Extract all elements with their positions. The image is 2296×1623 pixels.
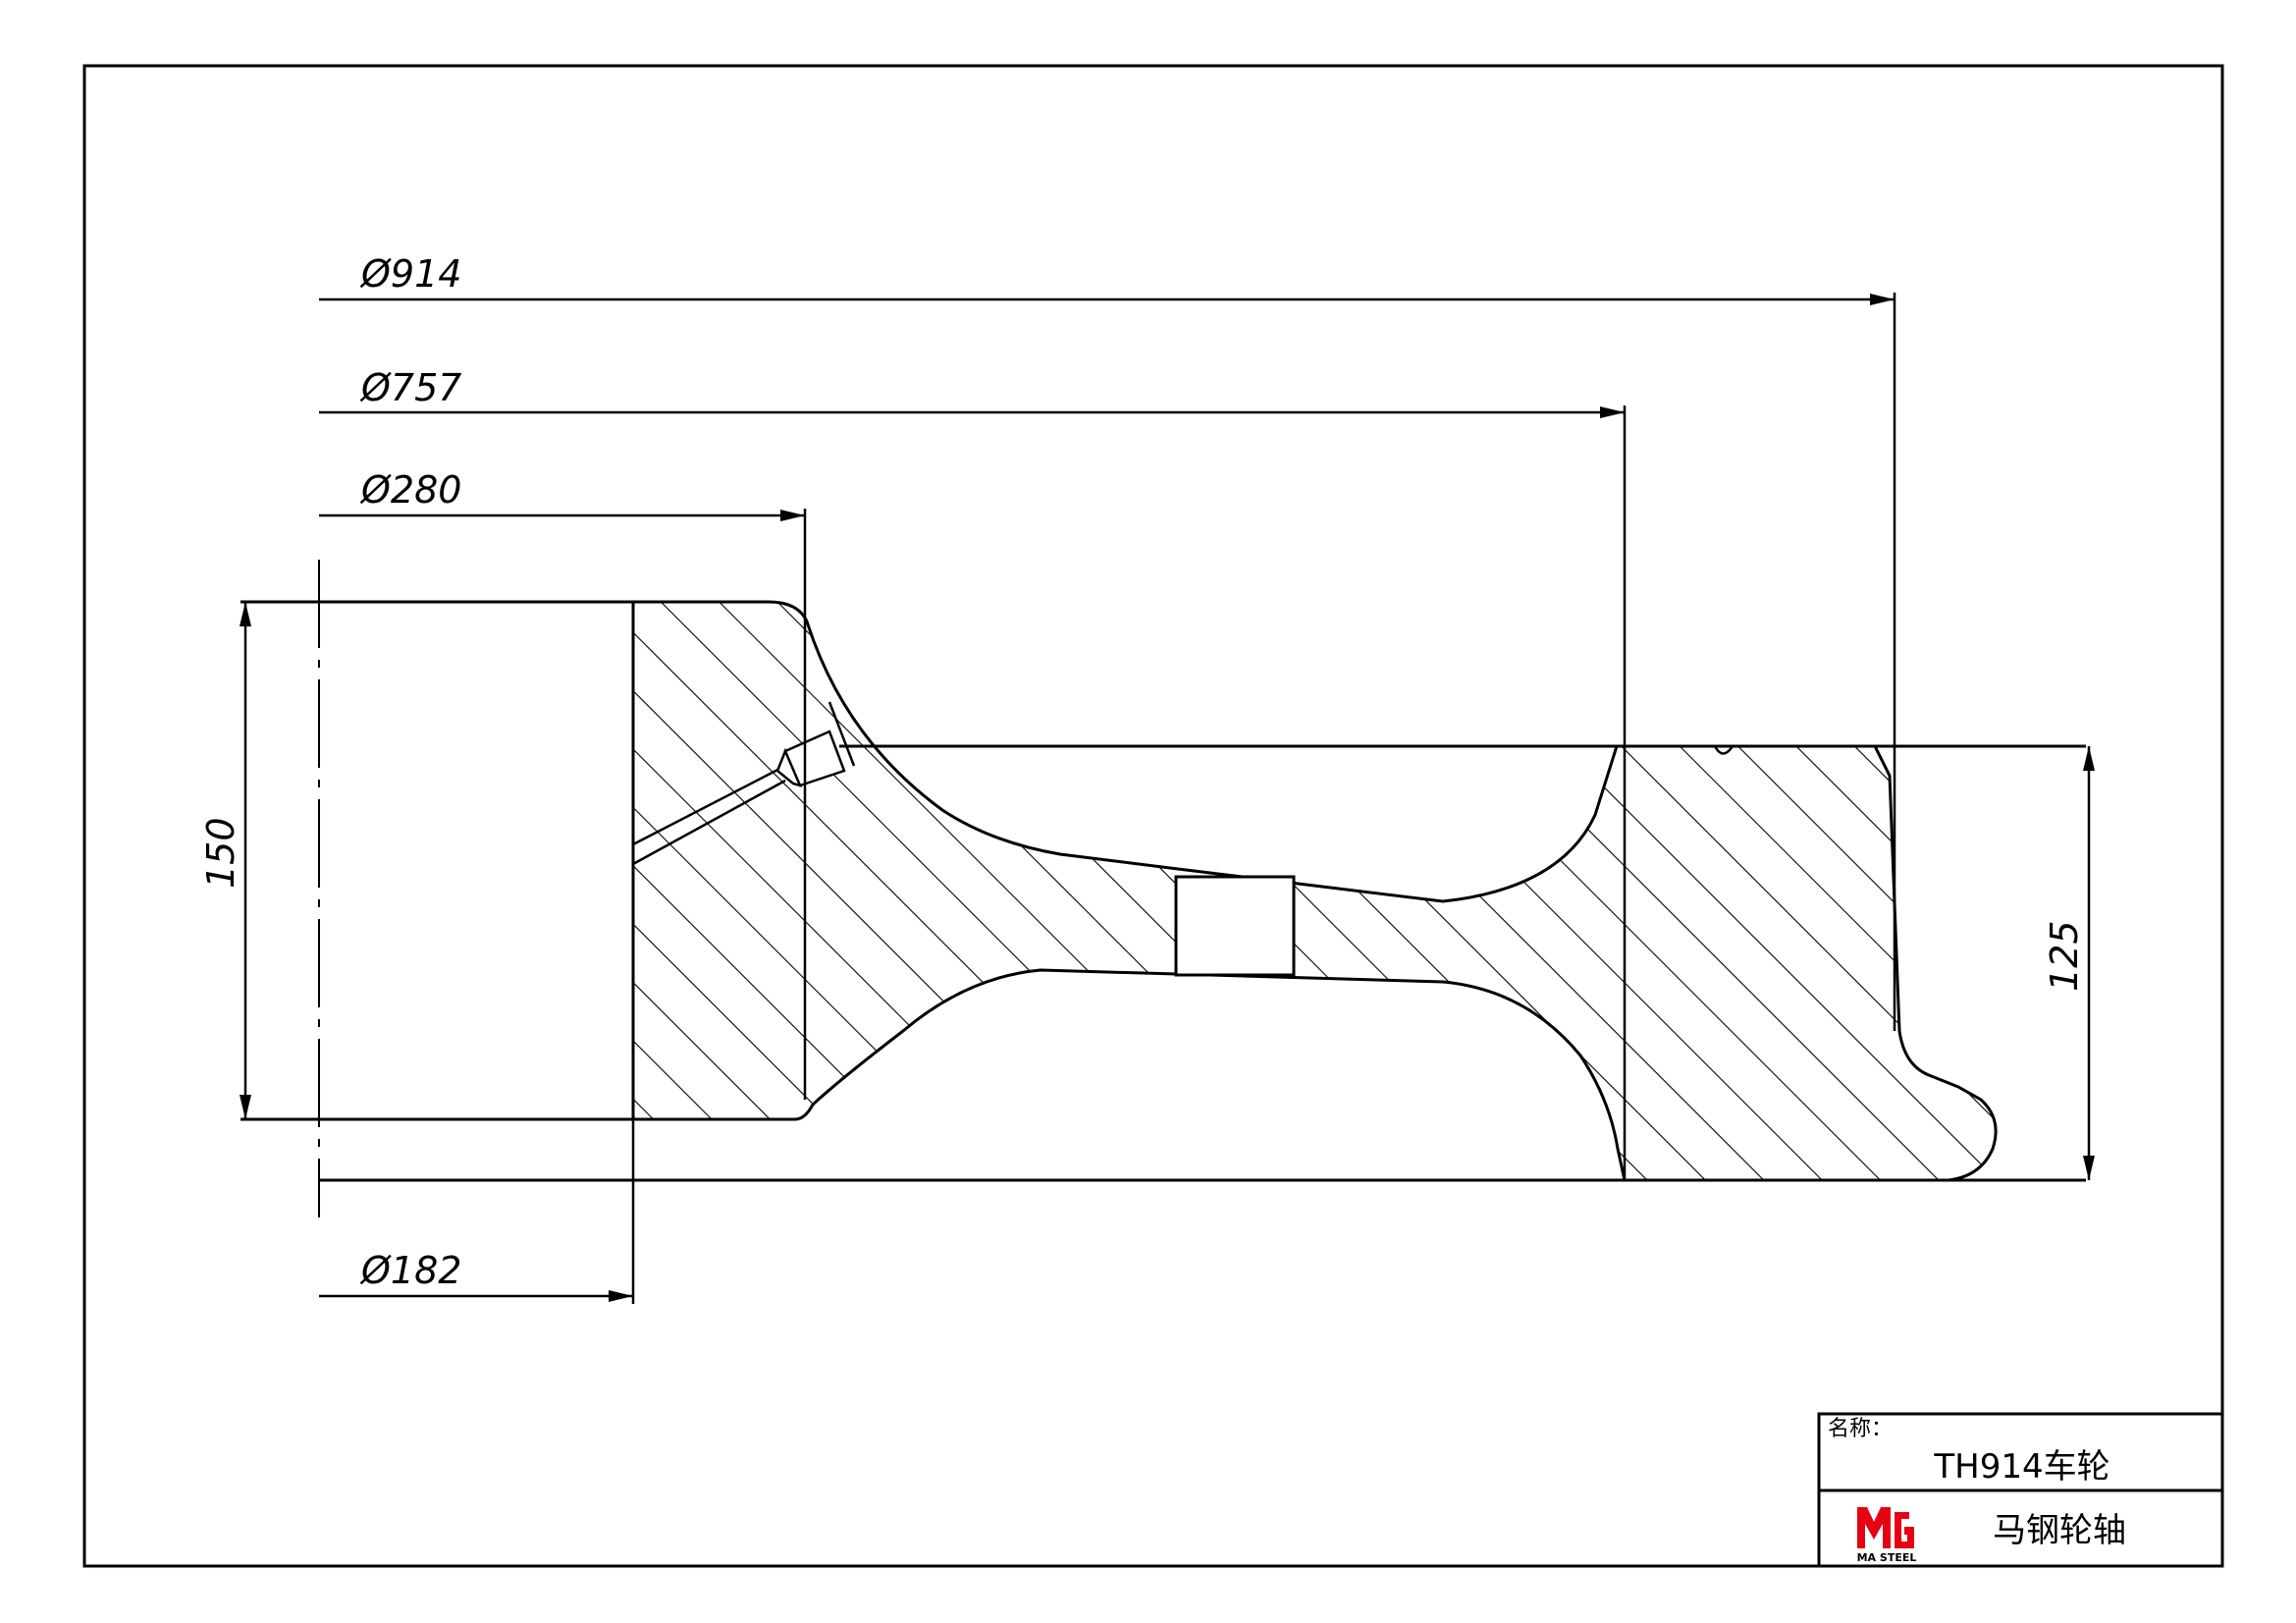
dim-757-label: Ø757 — [359, 366, 461, 409]
logo-mark-g — [1895, 1512, 1914, 1548]
web-hole — [1174, 875, 1296, 977]
rim-groove — [1713, 745, 1735, 755]
wheel-cross-section — [631, 600, 1998, 1182]
arrow-150-bottom — [240, 1095, 251, 1119]
name-label: 名称： — [1828, 1417, 1893, 1441]
dim-182-label: Ø182 — [359, 1249, 461, 1292]
arrow-150-top — [240, 602, 251, 626]
dim-150-label: 150 — [199, 817, 242, 889]
section-hatch — [631, 600, 1998, 1182]
grease-channel — [632, 764, 786, 866]
dim-125-label: 125 — [2043, 920, 2086, 992]
masteel-logo: MA STEEL — [1857, 1507, 1917, 1564]
arrow-757 — [1600, 406, 1625, 418]
dimension-lines — [243, 293, 2091, 1304]
logo-mark-m — [1857, 1507, 1891, 1548]
arrow-125-bottom — [2083, 1156, 2095, 1180]
part-name: TH914车轮 — [1933, 1447, 2109, 1487]
arrow-182 — [609, 1290, 633, 1302]
logo-text: MA STEEL — [1857, 1551, 1917, 1564]
title-block: 名称： TH914车轮 MA STEEL 马钢轮轴 — [1817, 1412, 2224, 1568]
arrow-125-top — [2083, 746, 2095, 771]
arrow-280 — [780, 510, 805, 521]
dim-280-label: Ø280 — [359, 468, 461, 512]
company-name: 马钢轮轴 — [1993, 1511, 2126, 1550]
arrowheads — [240, 294, 2095, 1302]
arrow-914 — [1870, 294, 1895, 305]
plug-fitting — [775, 701, 856, 787]
outline-lines — [240, 600, 2086, 1182]
dim-914-label: Ø914 — [359, 252, 461, 296]
drawing-border — [82, 64, 2224, 1568]
